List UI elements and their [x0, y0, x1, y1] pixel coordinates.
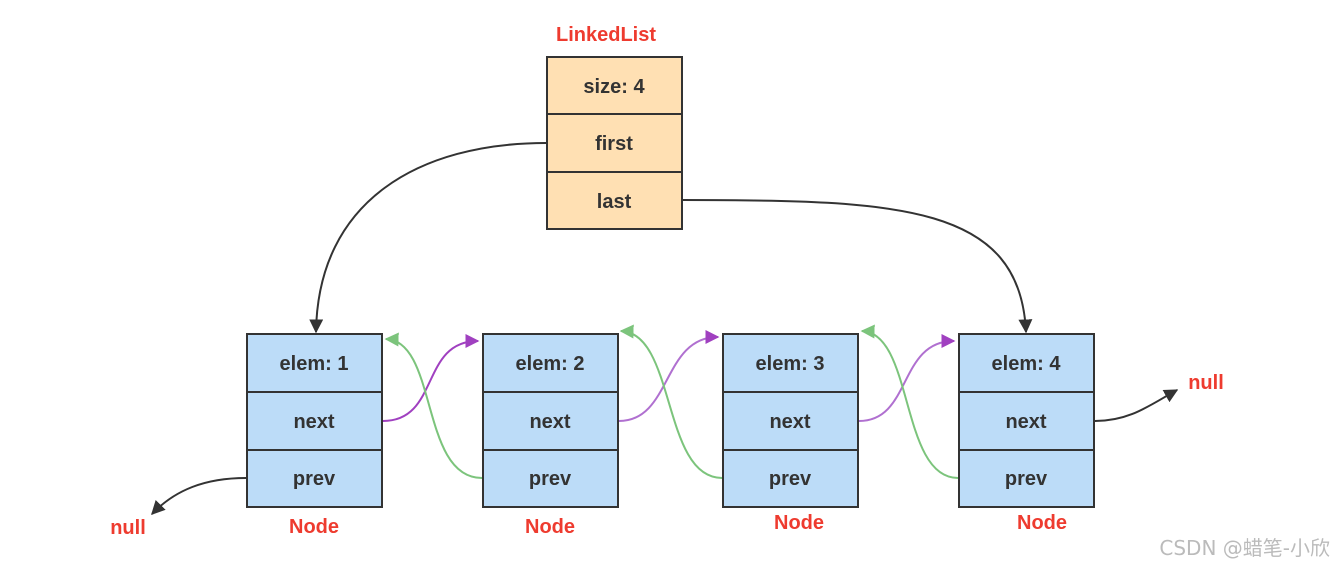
linkedlist-last-cell	[546, 171, 683, 230]
node-2: elem: 2 next prev Node	[482, 333, 619, 538]
null-left-label: null	[110, 517, 146, 539]
next-arrow-1-to-2	[382, 334, 480, 422]
prev-arrow-3-to-2	[619, 324, 723, 479]
linkedlist-last-text: last	[597, 191, 632, 213]
node-1-prev-cell	[246, 449, 383, 508]
next-arrow-2-to-3	[618, 330, 720, 422]
node-4-prev-cell	[958, 449, 1095, 508]
node-1: elem: 1 next prev Node	[246, 333, 383, 538]
node-2-elem-text: elem: 2	[516, 353, 585, 375]
node-2-next-text: next	[529, 411, 570, 433]
node-3-label: Node	[774, 512, 824, 534]
node-3-prev-cell	[722, 449, 859, 508]
node-3-next-text: next	[769, 411, 810, 433]
node-3-next-cell	[722, 391, 859, 451]
linkedlist-first-cell	[546, 113, 683, 173]
prev-arrow-2-to-1	[384, 332, 483, 479]
node-3-prev-text: prev	[769, 468, 812, 490]
node-3-elem-cell	[722, 333, 859, 393]
node-3: elem: 3 next prev Node	[722, 333, 859, 534]
prev-null-arrow	[151, 477, 247, 516]
watermark-text: CSDN @蜡笔-小欣	[1159, 536, 1330, 560]
linkedlist-size-text: size: 4	[583, 76, 645, 98]
node-1-next-text: next	[293, 411, 334, 433]
node-3-elem-text: elem: 3	[756, 353, 825, 375]
linkedlist-title: LinkedList	[556, 24, 656, 46]
node-1-elem-cell	[246, 333, 383, 393]
linkedlist-size-cell	[546, 56, 683, 115]
next-arrow-3-to-4	[858, 334, 956, 422]
linkedlist-box: size: 4 first last	[546, 56, 683, 230]
last-pointer-arrow	[682, 199, 1033, 334]
node-4-next-text: next	[1005, 411, 1046, 433]
node-1-prev-text: prev	[293, 468, 336, 490]
node-2-label: Node	[525, 516, 575, 538]
node-2-prev-cell	[482, 449, 619, 508]
node-4-label: Node	[1017, 512, 1067, 534]
node-4-elem-text: elem: 4	[992, 353, 1062, 375]
node-4: elem: 4 next prev Node	[958, 333, 1095, 534]
node-4-prev-text: prev	[1005, 468, 1048, 490]
node-4-next-cell	[958, 391, 1095, 451]
first-pointer-arrow	[309, 142, 547, 334]
node-1-elem-text: elem: 1	[280, 353, 349, 375]
null-right-label: null	[1188, 372, 1224, 394]
linkedlist-first-text: first	[595, 133, 633, 155]
node-1-label: Node	[289, 516, 339, 538]
node-2-prev-text: prev	[529, 468, 572, 490]
node-2-next-cell	[482, 391, 619, 451]
prev-arrow-4-to-3	[860, 324, 959, 479]
next-null-arrow	[1094, 389, 1179, 422]
